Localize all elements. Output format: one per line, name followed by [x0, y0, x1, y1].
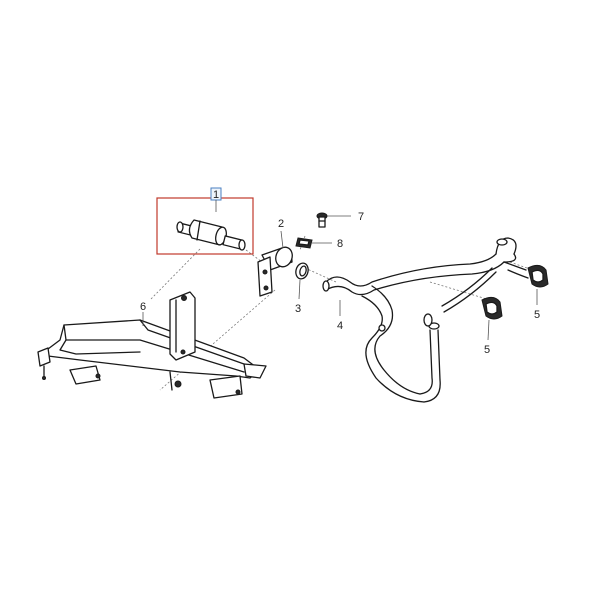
selected-part-highlight [156, 197, 254, 255]
callout-5-middle[interactable]: 5 [484, 344, 490, 356]
callout-7[interactable]: 7 [358, 211, 364, 223]
callout-2[interactable]: 2 [278, 218, 284, 230]
fuel-filter[interactable] [176, 219, 246, 251]
hose-clamp-right[interactable] [527, 264, 549, 288]
callout-4[interactable]: 4 [337, 320, 343, 332]
callout-5-right[interactable]: 5 [534, 309, 540, 321]
clip[interactable] [295, 237, 313, 249]
fuel-hose[interactable] [322, 237, 529, 403]
mounting-frame[interactable] [37, 291, 267, 399]
screw[interactable] [316, 212, 328, 228]
callout-8[interactable]: 8 [337, 238, 343, 250]
callout-3[interactable]: 3 [295, 303, 301, 315]
o-ring[interactable] [294, 262, 310, 281]
filter-bracket[interactable] [257, 245, 295, 297]
callout-1[interactable]: 1 [213, 189, 219, 201]
hose-clamp-middle[interactable] [481, 296, 503, 320]
callout-6[interactable]: 6 [140, 301, 146, 313]
